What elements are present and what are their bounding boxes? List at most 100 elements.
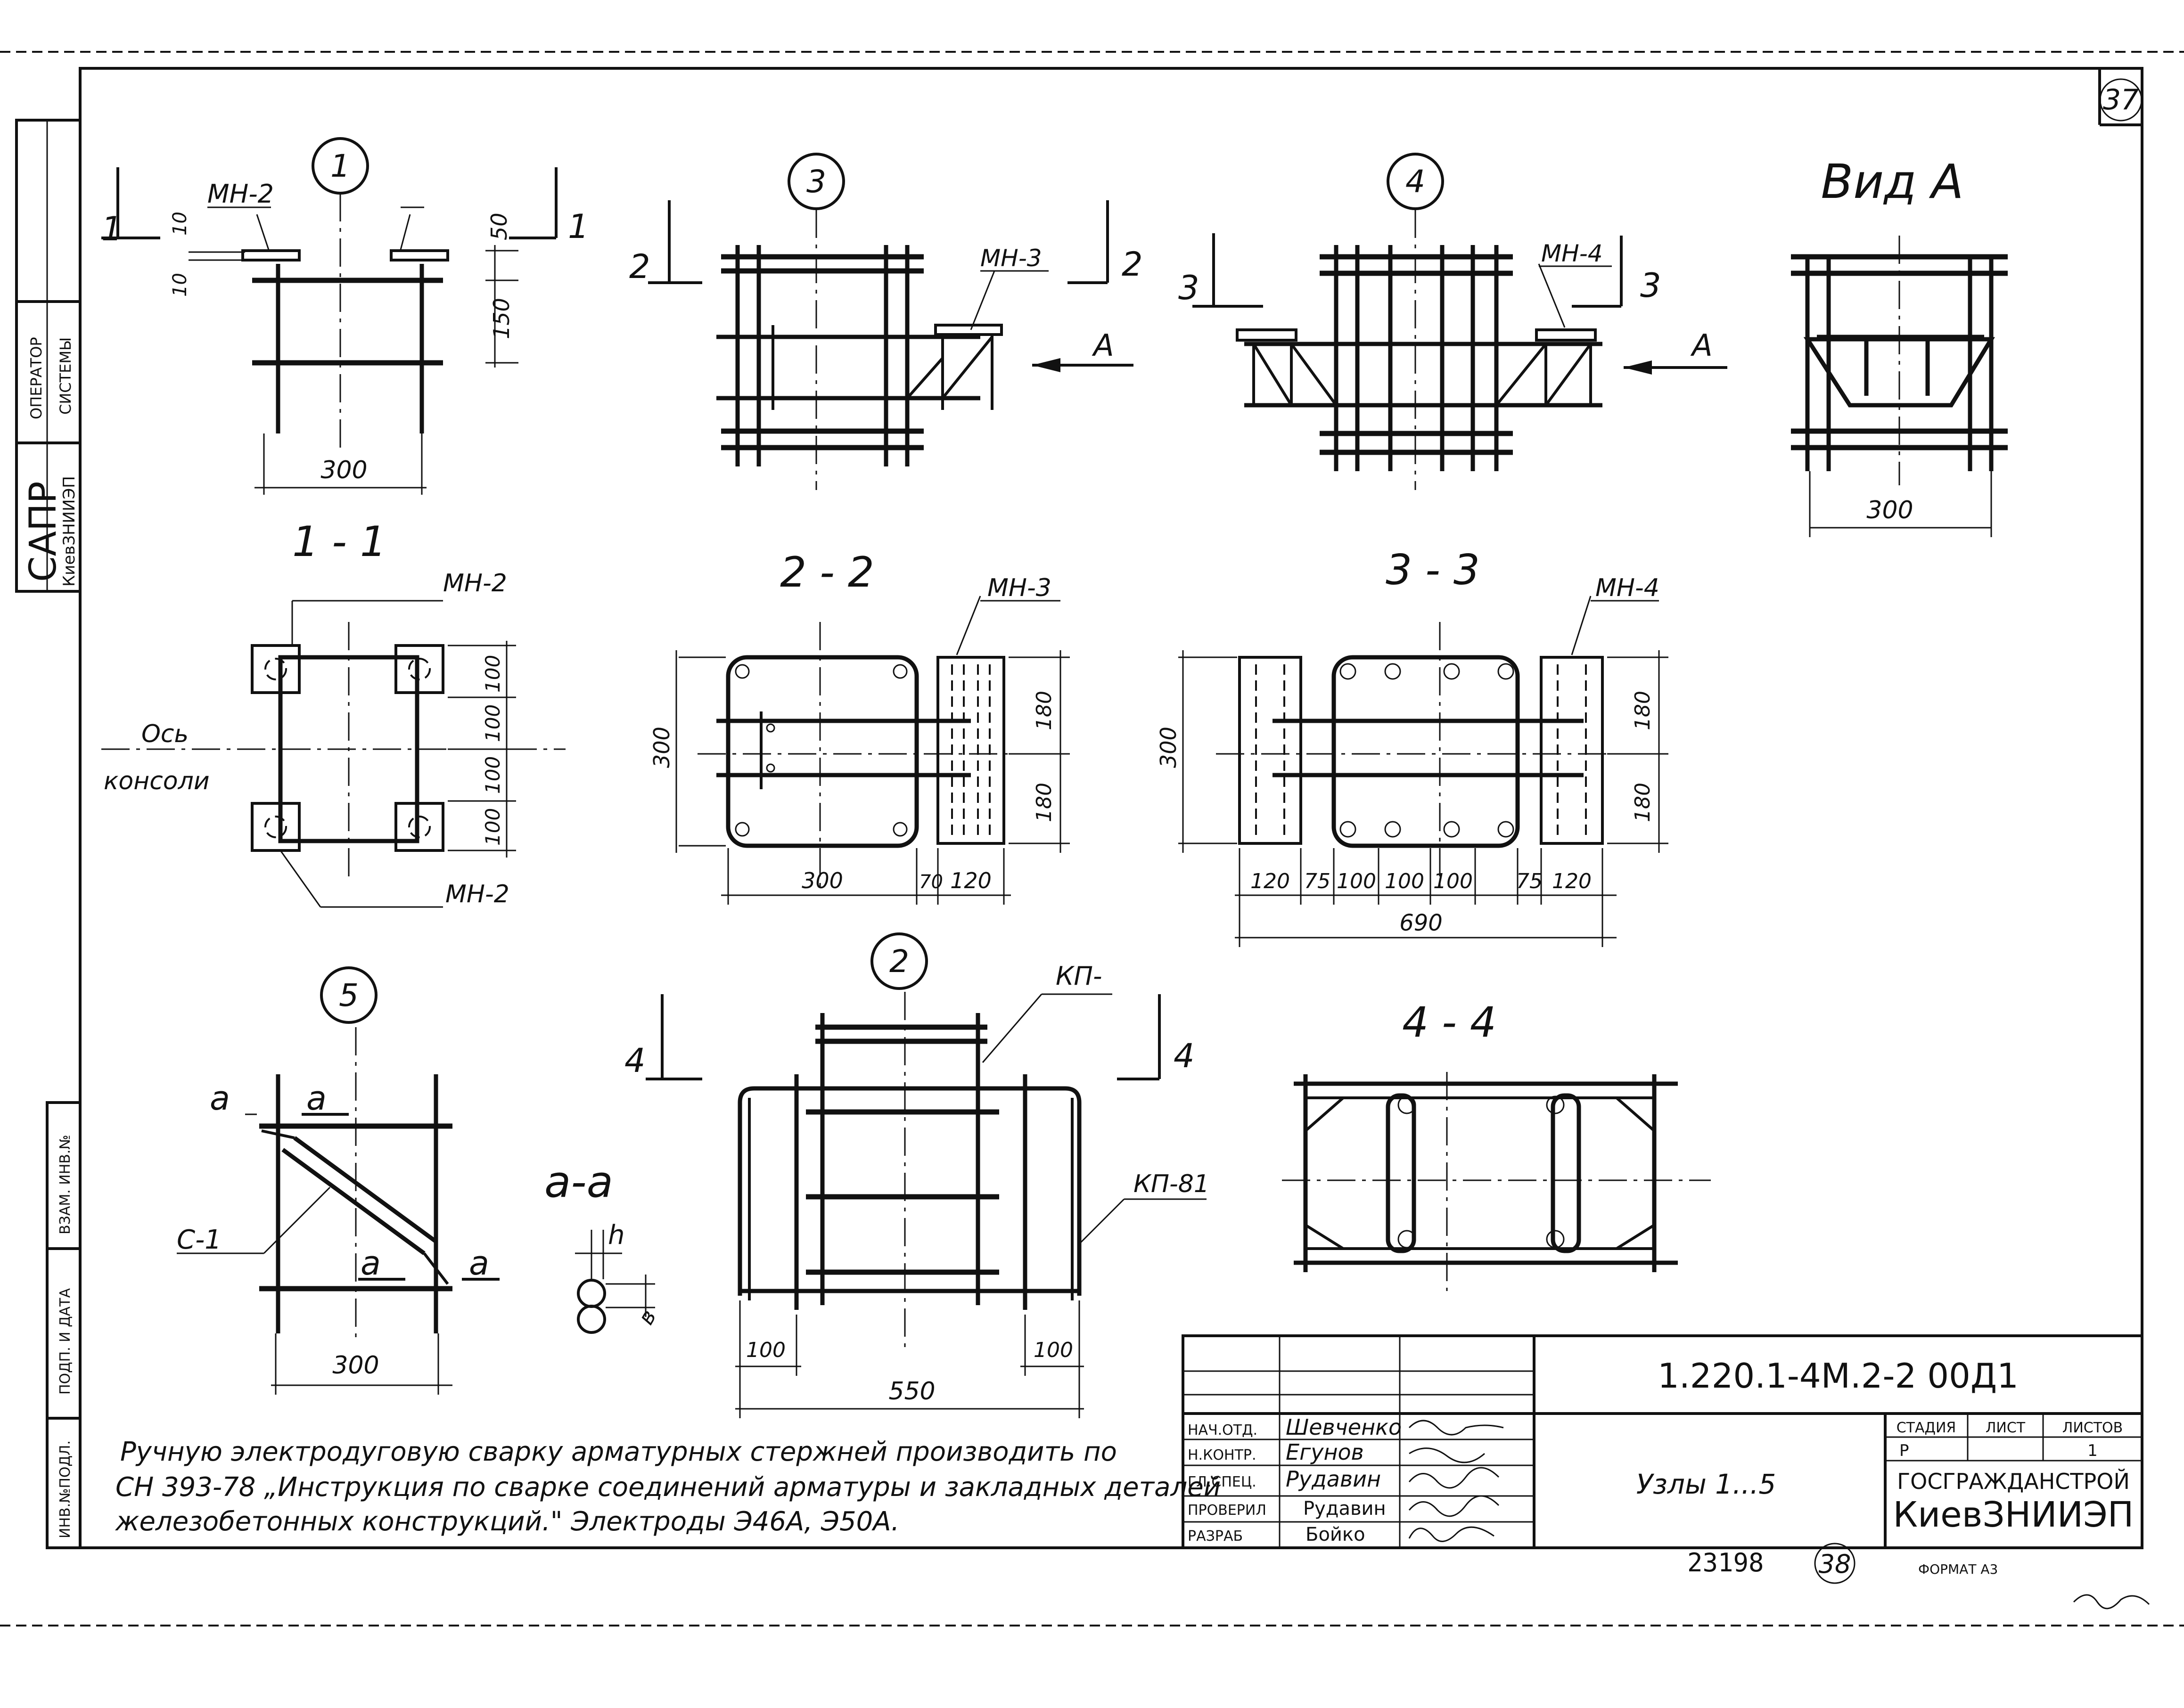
svg-text:МН-2: МН-2 bbox=[445, 880, 509, 908]
title-block: 1.220.1-4М.2-2 00Д1 Узлы 1...5 СТАДИЯ ЛИ… bbox=[1182, 1334, 2143, 1549]
section-2-2: 2 - 2 МН-3 300 180 180 30 bbox=[649, 548, 1070, 905]
svg-text:5: 5 bbox=[339, 977, 359, 1013]
sheet-number-circle bbox=[2099, 78, 2143, 122]
svg-text:РАЗРАБ: РАЗРАБ bbox=[1188, 1528, 1243, 1545]
axis-label-line1: Ось bbox=[141, 720, 189, 748]
svg-text:КП-81: КП-81 bbox=[1133, 1170, 1209, 1198]
svg-text:Р: Р bbox=[1899, 1441, 1909, 1460]
view-a: Вид А 300 bbox=[1791, 154, 2008, 537]
svg-text:4: 4 bbox=[624, 1041, 646, 1080]
corner-signature bbox=[2073, 1594, 2150, 1610]
svg-text:А: А bbox=[1690, 328, 1713, 363]
section-1-mark-right: 1 bbox=[568, 207, 589, 246]
svg-text:300: 300 bbox=[649, 727, 674, 768]
svg-text:МН-3: МН-3 bbox=[980, 245, 1042, 272]
general-note: Ручную электродуговую сварку арматурных … bbox=[115, 1437, 1221, 1537]
svg-text:120: 120 bbox=[1552, 869, 1592, 893]
next-sheet-circle bbox=[1814, 1543, 1856, 1584]
svg-text:100: 100 bbox=[746, 1338, 786, 1362]
svg-text:4 - 4: 4 - 4 bbox=[1402, 998, 1496, 1046]
svg-text:2: 2 bbox=[629, 247, 650, 286]
svg-text:ОПЕРАТОР: ОПЕРАТОР bbox=[27, 337, 45, 419]
section-a-a: а-а h в bbox=[544, 1157, 661, 1334]
svg-text:150: 150 bbox=[489, 298, 514, 339]
svg-text:10: 10 bbox=[169, 212, 191, 236]
section-4-4: 4 - 4 bbox=[1282, 998, 1711, 1291]
svg-text:ИНВ.№ПОДЛ.: ИНВ.№ПОДЛ. bbox=[57, 1440, 74, 1538]
svg-text:180: 180 bbox=[1032, 783, 1056, 822]
svg-text:МН-4: МН-4 bbox=[1541, 240, 1603, 267]
svg-text:1: 1 bbox=[2087, 1441, 2098, 1460]
svg-text:300: 300 bbox=[332, 1351, 379, 1380]
side-fields: ВЗАМ. ИНВ.№ ПОДП. И ДАТА ИНВ.№ПОДЛ. bbox=[46, 1101, 82, 1549]
svg-text:ГЛ.СПЕЦ.: ГЛ.СПЕЦ. bbox=[1188, 1474, 1256, 1490]
svg-text:КиевЗНИИЭП: КиевЗНИИЭП bbox=[1893, 1495, 2134, 1535]
svg-text:690: 690 bbox=[1399, 910, 1443, 936]
svg-text:180: 180 bbox=[1631, 783, 1655, 822]
svg-text:100: 100 bbox=[481, 704, 504, 742]
svg-text:а: а bbox=[469, 1244, 489, 1283]
svg-text:180: 180 bbox=[1631, 691, 1655, 730]
node-1-mn-label: МН-2 bbox=[207, 179, 274, 209]
svg-text:Шевченко: Шевченко bbox=[1286, 1414, 1402, 1440]
sheet-number: 37 bbox=[2103, 83, 2139, 116]
svg-text:120: 120 bbox=[950, 868, 992, 893]
svg-text:Рудавин: Рудавин bbox=[1303, 1498, 1386, 1520]
svg-text:75: 75 bbox=[1516, 869, 1543, 893]
svg-text:СТАДИЯ: СТАДИЯ bbox=[1897, 1420, 1956, 1436]
svg-text:100: 100 bbox=[1337, 869, 1376, 893]
svg-text:70: 70 bbox=[919, 871, 943, 893]
node-4-marker bbox=[1387, 153, 1444, 210]
signature bbox=[1408, 1526, 1494, 1542]
svg-text:100: 100 bbox=[481, 756, 504, 794]
archive-number: 23198 bbox=[1687, 1548, 1764, 1577]
svg-text:3: 3 bbox=[1178, 269, 1199, 307]
svg-text:100: 100 bbox=[1034, 1338, 1073, 1362]
svg-text:300: 300 bbox=[802, 868, 843, 893]
svg-text:h: h bbox=[608, 1220, 625, 1250]
section-1-1: 1 - 1 МН-2 МН-2 Ось консоли 100 100 100 … bbox=[101, 517, 566, 908]
svg-text:МН-2: МН-2 bbox=[443, 569, 507, 597]
svg-text:а: а bbox=[361, 1244, 381, 1283]
svg-text:МН-3: МН-3 bbox=[987, 574, 1051, 602]
svg-text:50: 50 bbox=[486, 212, 512, 240]
svg-text:ПОДП. И ДАТА: ПОДП. И ДАТА bbox=[57, 1288, 74, 1395]
axis-label-line2: консоли bbox=[104, 767, 210, 795]
format-label: ФОРМАТ А3 bbox=[1918, 1561, 1998, 1577]
node-5-view: 5 а а а а С-1 300 bbox=[177, 966, 500, 1395]
svg-text:1: 1 bbox=[330, 148, 350, 184]
svg-text:КП-: КП- bbox=[1056, 961, 1102, 991]
svg-text:Рудавин: Рудавин bbox=[1286, 1466, 1381, 1492]
svg-text:МН-4: МН-4 bbox=[1595, 574, 1659, 602]
svg-text:С-1: С-1 bbox=[177, 1225, 222, 1255]
svg-text:180: 180 bbox=[1032, 691, 1056, 730]
svg-text:ЛИСТ: ЛИСТ bbox=[1986, 1420, 2026, 1436]
svg-text:300: 300 bbox=[320, 456, 367, 484]
svg-text:3: 3 bbox=[806, 163, 826, 200]
svg-text:а: а bbox=[210, 1079, 230, 1118]
node-1-view: 1 МН-2 1 1 50 150 10 10 300 bbox=[101, 137, 589, 495]
signature bbox=[1409, 1447, 1485, 1463]
signature bbox=[1408, 1495, 1500, 1517]
svg-text:10: 10 bbox=[169, 273, 191, 297]
sheet-frame bbox=[79, 67, 2143, 1549]
svg-text:300: 300 bbox=[1866, 496, 1913, 524]
node-4-view: 4 МН-4 3 3 А bbox=[1178, 153, 1727, 490]
svg-text:100: 100 bbox=[1385, 869, 1424, 893]
signature bbox=[1408, 1420, 1504, 1436]
node-3-marker bbox=[788, 153, 845, 210]
drawing-name: Узлы 1...5 bbox=[1636, 1468, 1776, 1500]
svg-text:САПР: САПР bbox=[22, 481, 65, 582]
svg-text:300: 300 bbox=[1156, 727, 1181, 768]
svg-text:2 - 2: 2 - 2 bbox=[780, 548, 874, 597]
section-3-3: 3 - 3 МН-4 300 180 180 bbox=[1156, 546, 1668, 947]
section-1-1-title: 1 - 1 bbox=[292, 517, 386, 566]
side-stamp: ОПЕРАТОР СИСТЕМЫ САПР КиевЗНИИЭП bbox=[15, 119, 82, 593]
svg-text:3 - 3: 3 - 3 bbox=[1386, 546, 1480, 594]
svg-text:100: 100 bbox=[481, 655, 504, 693]
node-5-marker bbox=[320, 966, 378, 1024]
svg-text:100: 100 bbox=[1433, 869, 1473, 893]
node-3-view: 3 МН-3 2 2 А bbox=[629, 153, 1143, 490]
svg-text:СИСТЕМЫ: СИСТЕМЫ bbox=[57, 337, 74, 415]
